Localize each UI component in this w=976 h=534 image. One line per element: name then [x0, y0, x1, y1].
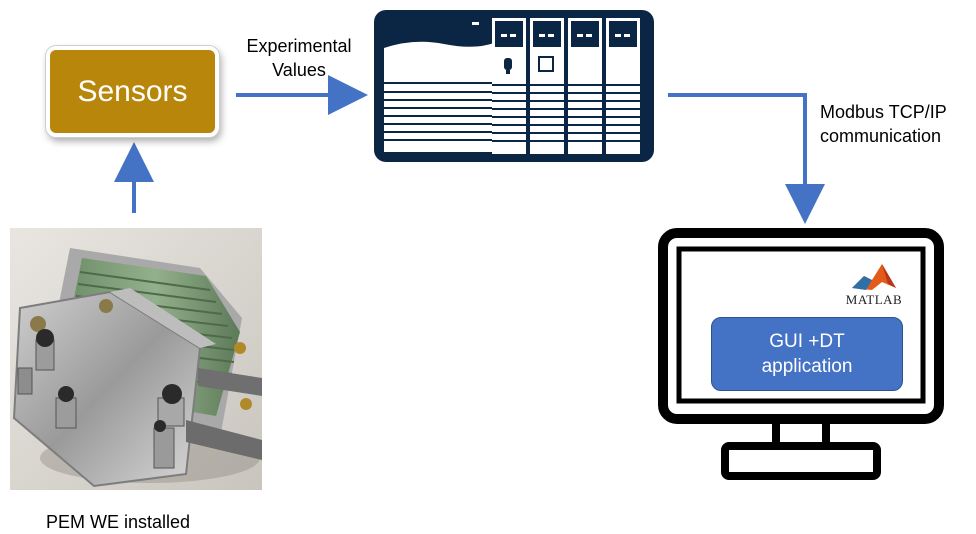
pem-we-caption: PEM WE installed [46, 512, 191, 532]
experimental-values-line1: Experimental [246, 36, 352, 56]
arrow-plc-to-computer [668, 93, 825, 224]
pem-electrolyzer-photo [10, 228, 262, 490]
matlab-label: MATLAB [845, 292, 903, 307]
matlab-membrane-icon [852, 264, 896, 290]
gui-line1: GUI +DT [769, 331, 845, 352]
sensors-node: Sensors [46, 46, 219, 137]
modbus-line1: Modbus TCP/IP [820, 102, 947, 122]
computer-monitor-icon [658, 228, 944, 480]
modbus-line2: communication [820, 126, 942, 146]
pem-electrolyzer-illustration [10, 228, 262, 490]
modbus-label: Modbus TCP/IP communication [820, 100, 976, 148]
plc-controller-icon [374, 10, 654, 162]
gui-dt-application-node: GUI +DT application [711, 317, 903, 391]
matlab-logo-icon: MATLAB [842, 262, 906, 308]
experimental-values-line2: Values [272, 60, 326, 80]
sensors-label: Sensors [77, 74, 188, 108]
experimental-values-label: Experimental Values [232, 34, 366, 82]
gui-line2: application [761, 356, 853, 377]
